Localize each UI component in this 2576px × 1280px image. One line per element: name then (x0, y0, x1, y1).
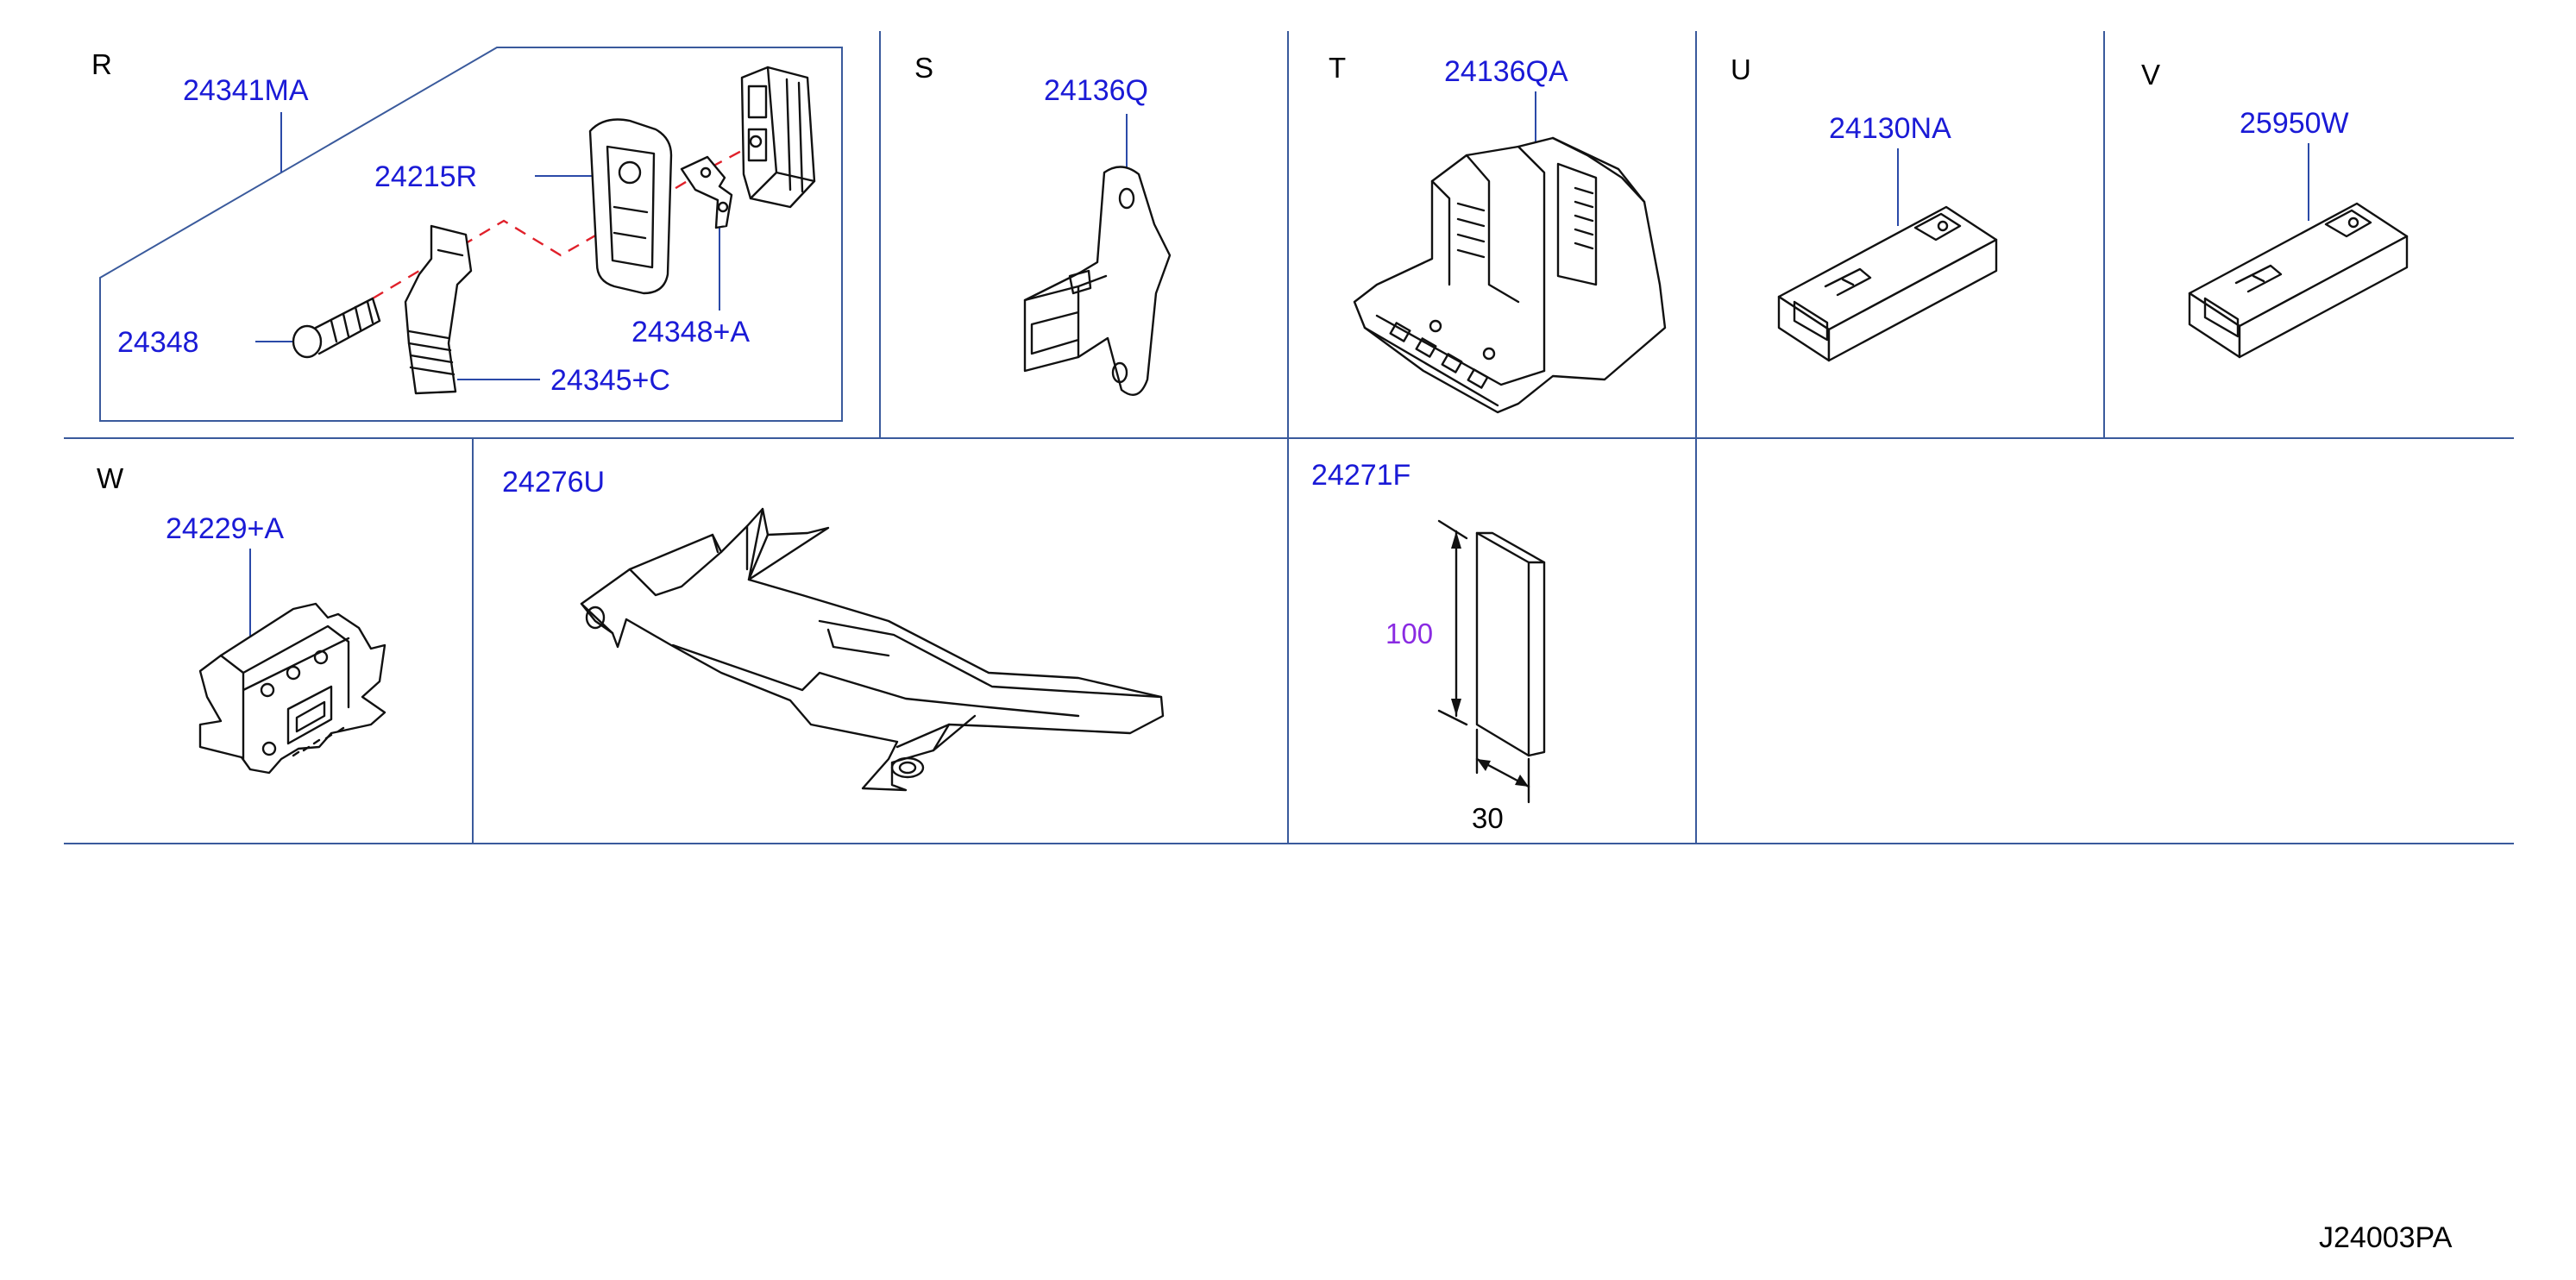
part-number-24215r[interactable]: 24215R (374, 160, 477, 193)
section-grid (64, 31, 2514, 844)
part-number-24276u[interactable]: 24276U (502, 466, 605, 499)
block-v-illustration (2188, 202, 2409, 359)
section-v: V 25950W (2141, 59, 2409, 359)
part-number-24271f[interactable]: 24271F (1311, 459, 1411, 492)
section-w: W 24229+A (97, 462, 386, 775)
part-number-24130na[interactable]: 24130NA (1829, 112, 1951, 145)
section-letter-r: R (91, 48, 112, 80)
width-dimension: 30 (1472, 728, 1530, 834)
tape-pad-illustration (1475, 531, 1546, 757)
part-number-24229-a[interactable]: 24229+A (166, 512, 284, 545)
section-letter-s: S (914, 52, 933, 84)
clip-illustration (404, 224, 473, 395)
part-number-24348[interactable]: 24348 (117, 326, 199, 359)
section-letter-u: U (1731, 53, 1751, 85)
section-letter-v: V (2141, 59, 2160, 91)
dimension-height-value: 100 (1385, 618, 1433, 649)
part-number-24348-a[interactable]: 24348+A (631, 316, 750, 348)
connector-illustration (740, 66, 816, 209)
bolt-illustration (292, 297, 381, 359)
grommet-illustration (588, 118, 673, 295)
section-letter-w: W (97, 462, 124, 494)
part-number-24136qa[interactable]: 24136QA (1444, 55, 1568, 88)
section-t: T 24136QA (1329, 52, 1667, 414)
part-number-24136q[interactable]: 24136Q (1044, 74, 1148, 107)
section-s: S 24136Q (914, 52, 1172, 397)
diagram-code: J24003PA (2319, 1221, 2453, 1254)
holder-t-illustration (1353, 136, 1667, 414)
height-dimension: 100 (1385, 519, 1468, 726)
part-number-24341ma[interactable]: 24341MA (183, 74, 309, 107)
section-u: U 24130NA (1731, 53, 1998, 362)
bracket-w-illustration (198, 602, 386, 775)
section-letter-t: T (1329, 52, 1346, 84)
dimension-width-value: 30 (1472, 802, 1504, 834)
part-number-25950w[interactable]: 25950W (2240, 107, 2349, 140)
bracket-illustration (680, 155, 733, 229)
section-24276u: 24276U (502, 466, 1165, 792)
part-number-24345-c[interactable]: 24345+C (550, 364, 670, 397)
harness-protector-illustration (580, 507, 1165, 792)
bracket-s-illustration (1023, 166, 1172, 397)
section-24271f: 24271F 100 30 (1311, 459, 1546, 834)
block-u-illustration (1777, 205, 1998, 362)
section-r: R 24341MA 24215R 24348 24348+A 24345+C (91, 48, 816, 397)
